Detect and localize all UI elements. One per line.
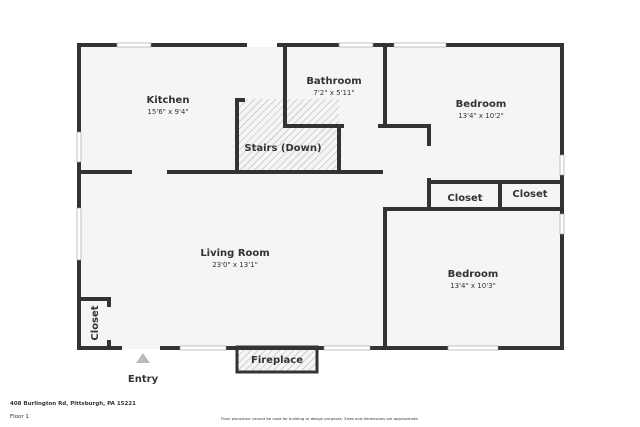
stairs-label: Stairs (Down)	[244, 143, 321, 154]
bedroom2-label: Bedroom	[448, 269, 499, 280]
bathroom-label: Bathroom	[306, 76, 361, 87]
closet1-label: Closet	[447, 193, 482, 204]
bedroom1-label: Bedroom	[456, 99, 507, 110]
bedroom2-dim: 13'4" x 10'3"	[450, 282, 496, 290]
floor-area	[78, 44, 563, 349]
living-room-dim: 23'0" x 13'1"	[212, 261, 258, 269]
bathroom-dim: 7'2" x 5'11"	[313, 89, 354, 97]
kitchen-label: Kitchen	[147, 95, 190, 106]
closet2-label: Closet	[512, 189, 547, 200]
disclaimer: Floor plans/tour cannot be used for buil…	[221, 416, 419, 421]
address: 408 Burlington Rd, Pittsburgh, PA 15221	[10, 401, 136, 407]
stairs-hatch	[236, 99, 339, 172]
windows	[76, 42, 565, 351]
bedroom1-dim: 13'4" x 10'2"	[458, 112, 504, 120]
closet3-label: Closet	[90, 305, 101, 340]
entry-label: Entry	[128, 374, 159, 385]
living-room-label: Living Room	[200, 248, 269, 259]
kitchen-dim: 15'6" x 9'4"	[147, 108, 188, 116]
entry-arrow-icon	[136, 353, 150, 363]
floor-label: Floor 1	[10, 414, 29, 420]
fireplace-label: Fireplace	[251, 355, 303, 366]
fireplace	[235, 345, 319, 374]
